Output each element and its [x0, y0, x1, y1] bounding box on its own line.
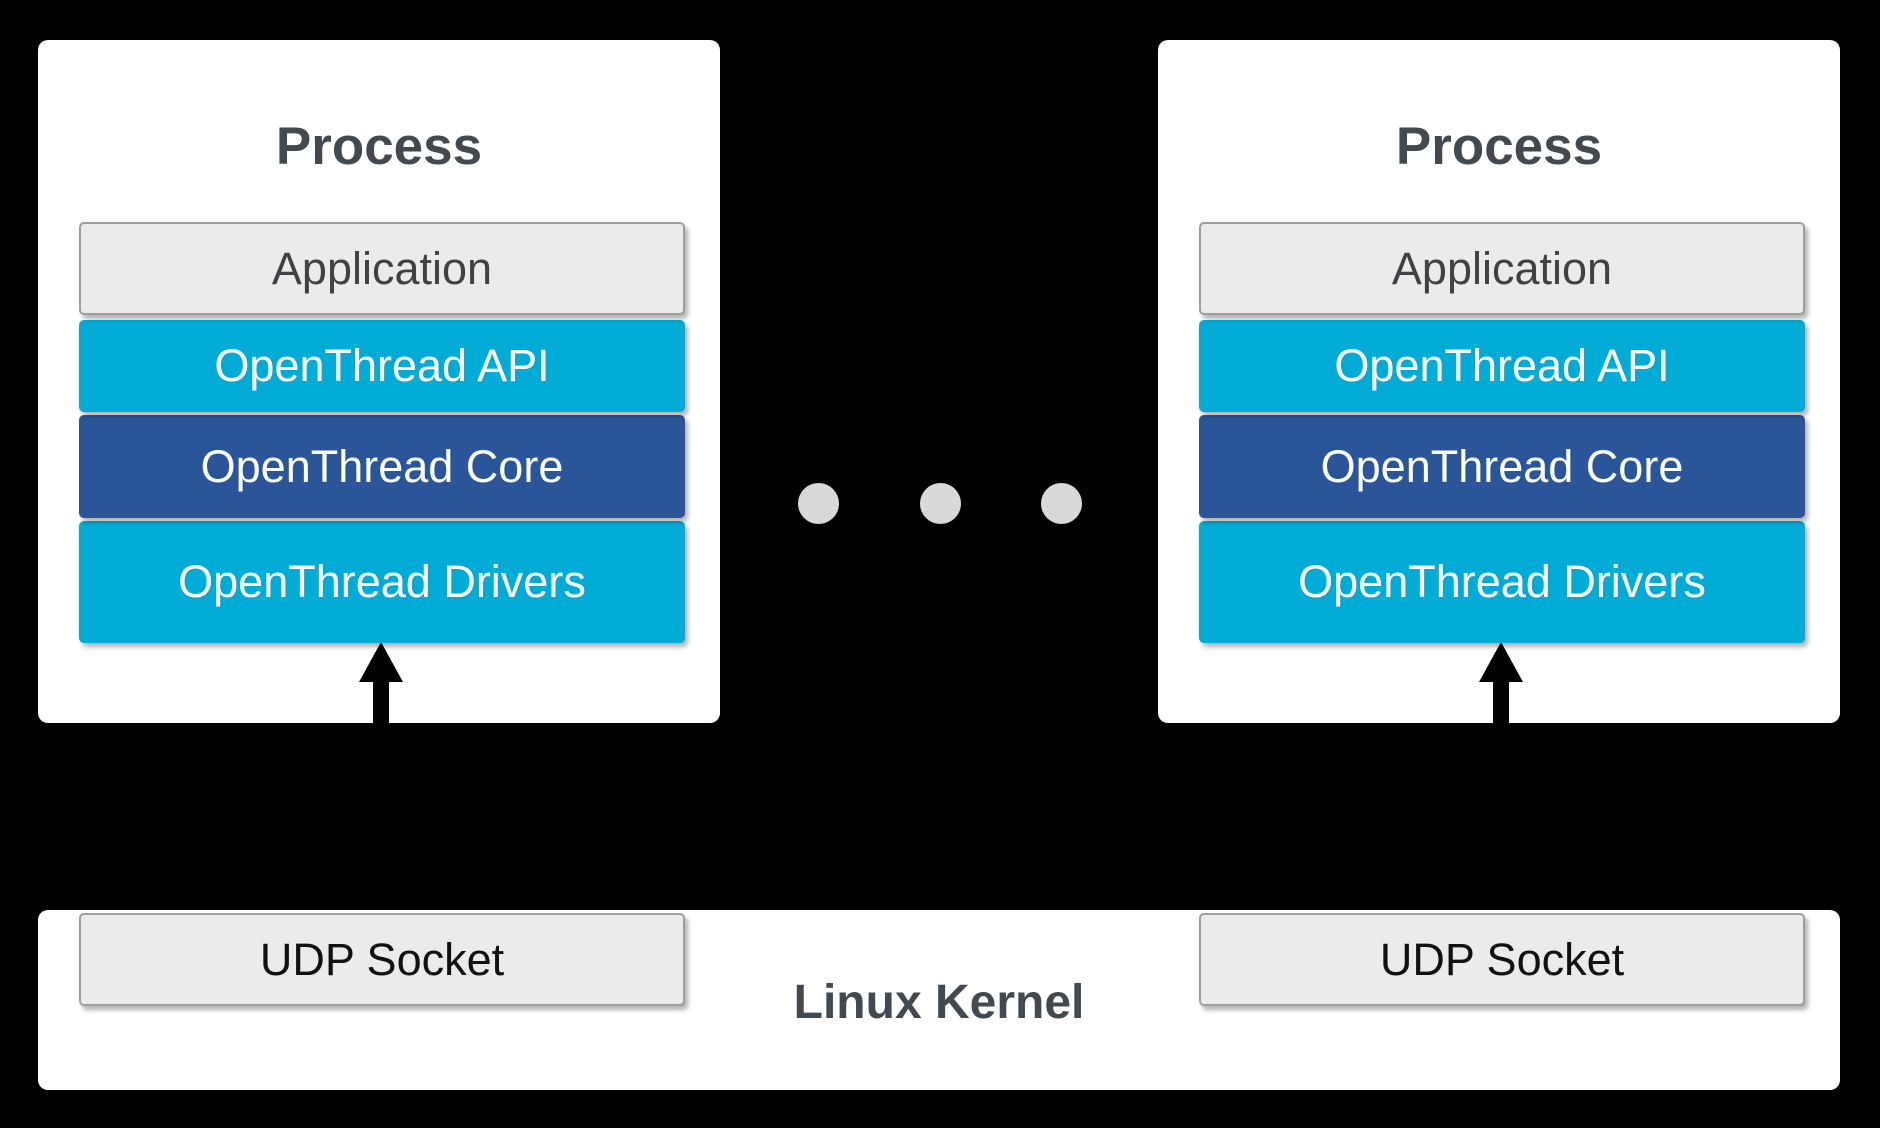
process-title-left: Process: [275, 117, 483, 176]
layer-openthread-core-left: OpenThread Core: [79, 415, 685, 518]
udp-socket-box-right: UDP Socket: [1199, 913, 1805, 1006]
linux-kernel-panel: UDP Socket UDP Socket Linux Kernel: [38, 910, 1840, 1090]
ellipsis-dot-icon: [798, 483, 839, 524]
layer-stack-right: Application OpenThread API OpenThread Co…: [1199, 222, 1805, 643]
ellipsis-dot-icon: [1041, 483, 1082, 524]
ellipsis-more-processes: [798, 483, 1082, 525]
layer-openthread-core-right: OpenThread Core: [1199, 415, 1805, 518]
layer-application-left: Application: [79, 222, 685, 315]
layer-stack-left: Application OpenThread API OpenThread Co…: [79, 222, 685, 643]
layer-openthread-drivers-right: OpenThread Drivers: [1199, 521, 1805, 643]
udp-socket-box-left: UDP Socket: [79, 913, 685, 1006]
linux-kernel-label: Linux Kernel: [793, 976, 1085, 1029]
process-panel-right: Process Application OpenThread API OpenT…: [1158, 40, 1840, 723]
arrow-up-icon-left: [359, 642, 403, 728]
layer-openthread-api-right: OpenThread API: [1199, 320, 1805, 412]
process-panel-left: Process Application OpenThread API OpenT…: [38, 40, 720, 723]
process-title-right: Process: [1395, 117, 1603, 176]
layer-openthread-drivers-left: OpenThread Drivers: [79, 521, 685, 643]
arrow-up-icon-right: [1479, 642, 1523, 728]
layer-application-right: Application: [1199, 222, 1805, 315]
layer-openthread-api-left: OpenThread API: [79, 320, 685, 412]
ellipsis-dot-icon: [920, 483, 961, 524]
